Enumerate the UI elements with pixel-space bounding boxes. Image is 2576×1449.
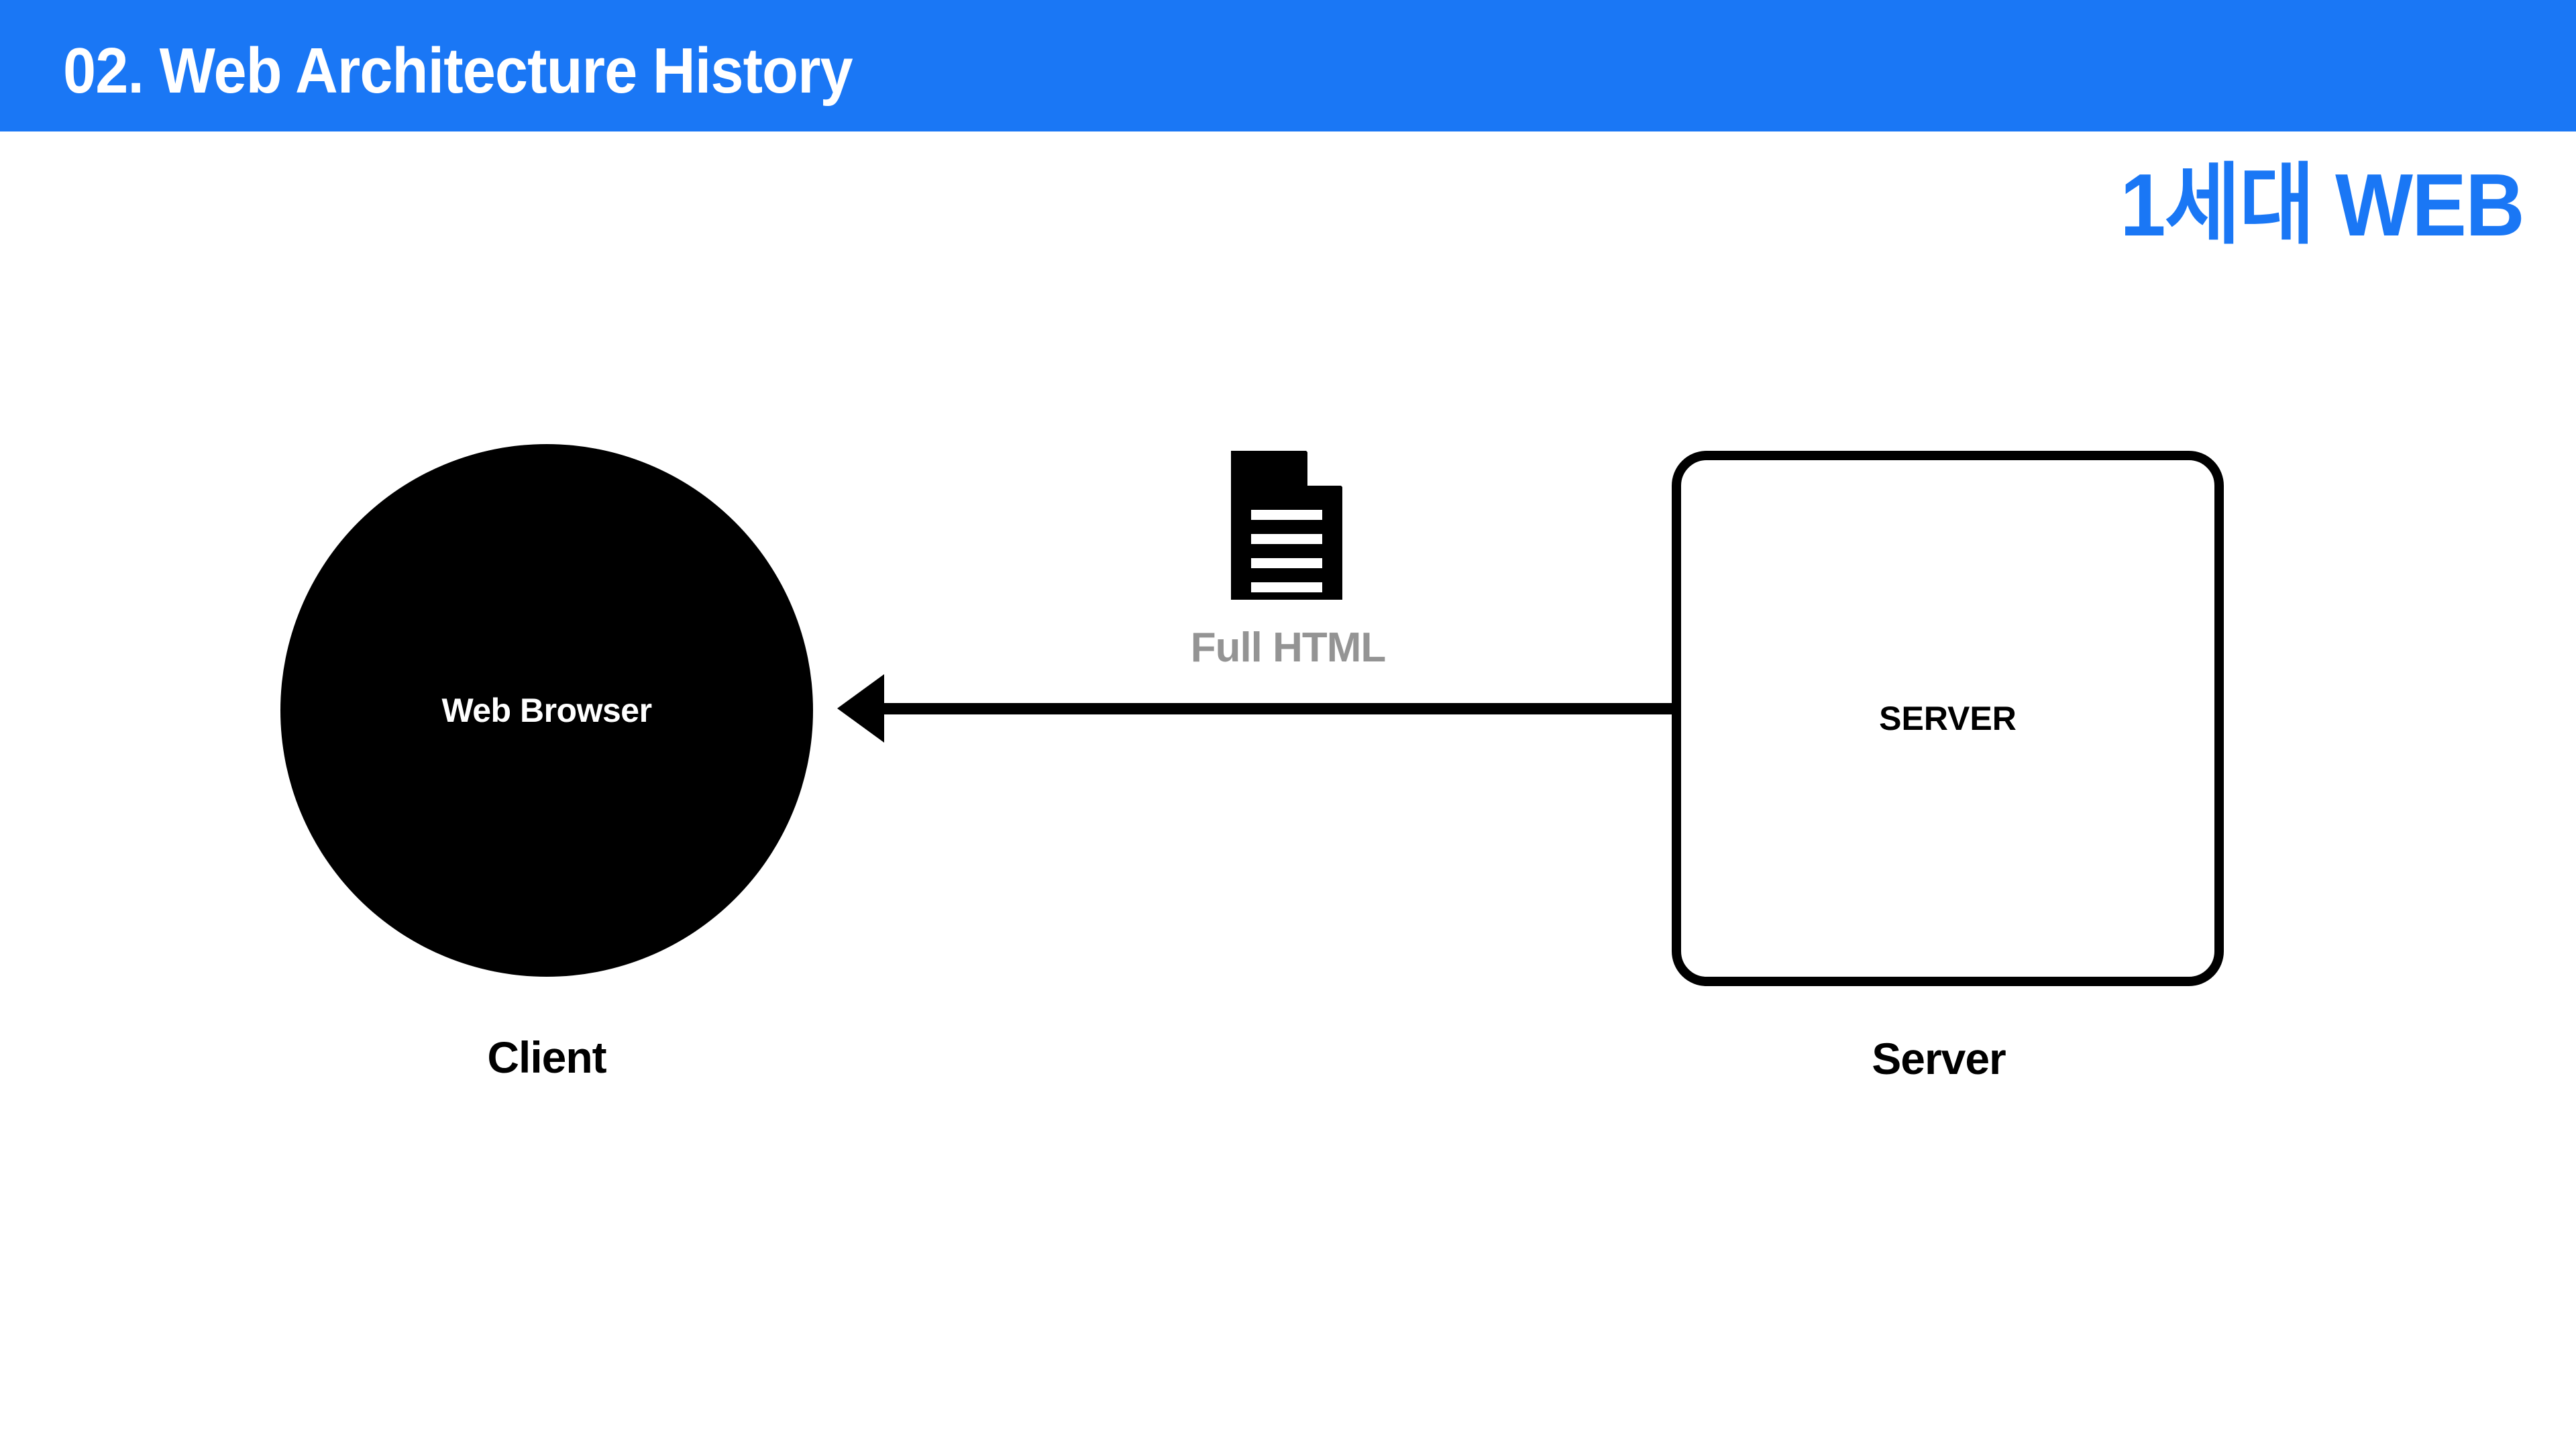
page-title: 02. Web Architecture History bbox=[63, 35, 853, 107]
connection-line bbox=[879, 703, 1677, 714]
client-caption: Client bbox=[487, 1032, 606, 1082]
slide-title: 1세대 WEB bbox=[2120, 156, 2525, 254]
payload-label: Full HTML bbox=[1190, 625, 1387, 671]
server-node-label: SERVER bbox=[1879, 700, 2017, 737]
client-node-label: Web Browser bbox=[441, 692, 652, 729]
client-node: Web Browser bbox=[280, 444, 813, 977]
document-icon bbox=[1231, 451, 1342, 600]
server-caption: Server bbox=[1872, 1034, 2006, 1083]
arrow-head-icon bbox=[837, 674, 884, 743]
server-node: SERVER bbox=[1672, 451, 2224, 986]
header-bar: 02. Web Architecture History bbox=[0, 0, 2576, 131]
